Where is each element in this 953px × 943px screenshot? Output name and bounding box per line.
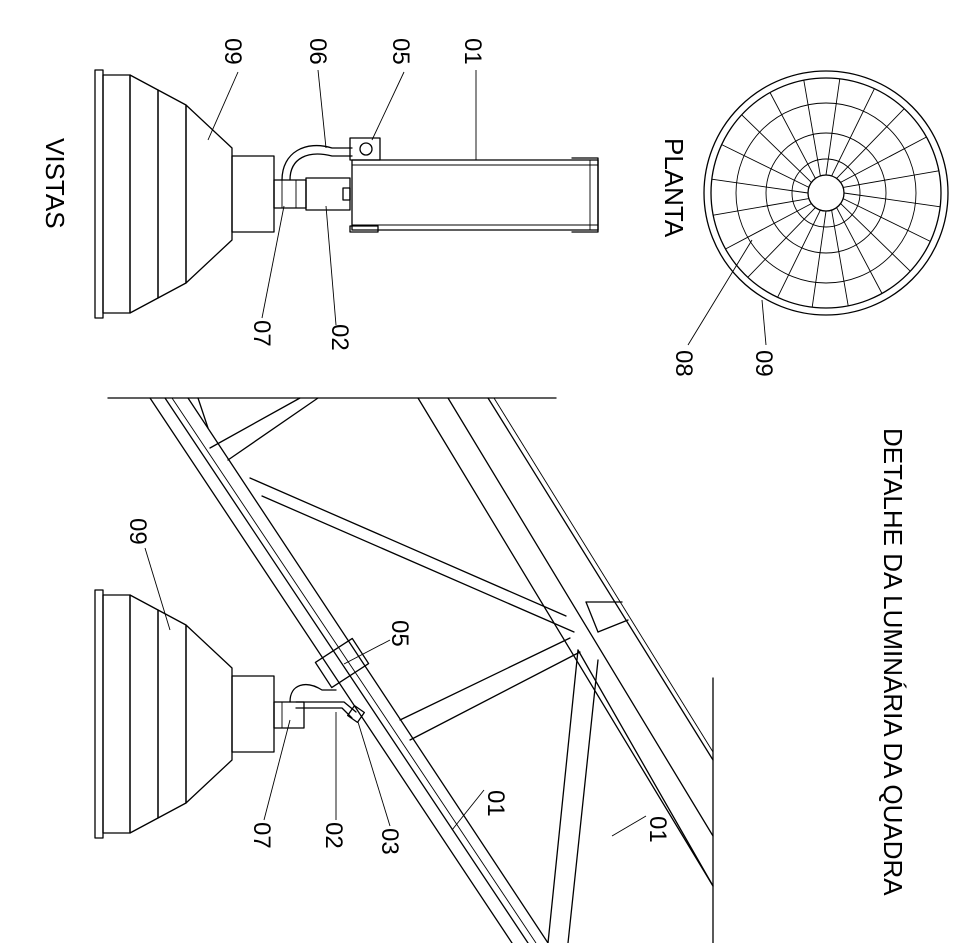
detail-bracket <box>295 701 357 713</box>
reflector-rib <box>831 88 875 177</box>
reflector-rib <box>836 207 883 294</box>
bolt <box>342 187 351 201</box>
vistas-label-09: 09 <box>219 38 246 65</box>
reflector-rib <box>747 207 816 278</box>
sheet-title: DETALHE DA LUMINÁRIA DA QUADRA <box>878 428 908 896</box>
detail-label-05: 05 <box>386 620 413 647</box>
detail-label-03: 03 <box>376 828 403 855</box>
reflector-rib <box>842 198 931 242</box>
truss-web <box>197 397 714 943</box>
planta-label-09: 09 <box>750 350 777 377</box>
reflector-rib <box>711 178 809 194</box>
socket-bracket <box>273 179 307 209</box>
reflector-rib <box>843 170 939 188</box>
reflector-rib <box>843 192 941 208</box>
reflector <box>94 69 275 319</box>
vistas-label-06: 06 <box>304 38 331 65</box>
detail-junction-box <box>314 637 370 689</box>
detail-reflector <box>94 589 305 839</box>
detail-label-01a: 01 <box>482 790 509 817</box>
reflector-rib <box>831 210 849 306</box>
detail-label-07: 07 <box>248 822 275 849</box>
reflector-rib <box>836 108 905 179</box>
reflector-rib <box>721 144 810 188</box>
vistas-label-07: 07 <box>248 320 275 347</box>
vistas-view: VISTAS <box>40 38 599 351</box>
cable <box>281 144 353 181</box>
planta-view: PLANTA 09 08 <box>659 70 949 377</box>
reflector-rib <box>803 80 821 176</box>
detail-cable <box>289 684 337 703</box>
detail-label-02: 02 <box>320 822 347 849</box>
detail-label-01b: 01 <box>644 816 671 843</box>
junction-box <box>349 137 381 161</box>
reflector-rib <box>840 203 911 272</box>
reflector-rib <box>741 114 812 183</box>
vistas-view-title: VISTAS <box>40 138 70 229</box>
truss-chord-upper <box>417 397 714 887</box>
reflector-rib <box>825 78 841 176</box>
reflector-rib <box>713 198 809 216</box>
planta-label-08: 08 <box>670 350 697 377</box>
reflector-rib <box>769 92 816 179</box>
detail-label-09: 09 <box>124 518 151 545</box>
planta-view-title: PLANTA <box>659 138 689 238</box>
vistas-label-05: 05 <box>387 38 414 65</box>
vistas-label-01: 01 <box>459 38 486 65</box>
reflector-rib <box>725 203 812 250</box>
truss-chord-lower <box>149 397 549 943</box>
beam-section <box>349 157 599 233</box>
reflector-ribs <box>711 78 941 308</box>
vistas-label-02: 02 <box>326 324 353 351</box>
reflector-rib <box>777 209 821 298</box>
reflector-rib <box>840 136 927 183</box>
detail-bolt <box>346 704 366 724</box>
detail-view: 09 05 07 02 03 01 01 <box>94 397 714 943</box>
reflector-rib <box>811 210 827 308</box>
